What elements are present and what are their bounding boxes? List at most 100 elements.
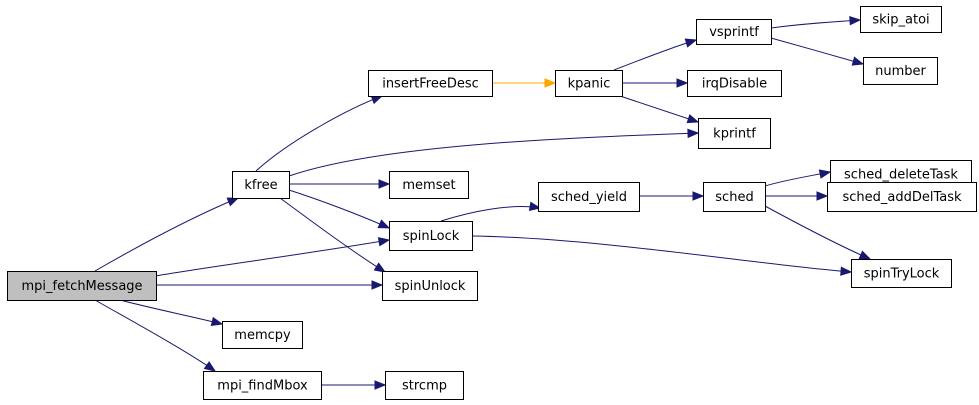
edge-kpanic-to-kprintf [619, 95, 700, 124]
edge-sched_yield-to-sched [639, 191, 705, 201]
edge-sched-to-sched_deleteTask [764, 169, 832, 187]
arrowhead [676, 78, 689, 88]
node-box [538, 182, 640, 212]
edges-layer [94, 15, 872, 390]
node-sched_addDelTask[interactable]: sched_addDelTask [827, 182, 977, 212]
node-skip_atoi[interactable]: skip_atoi [860, 6, 942, 33]
node-mpi_fetchMessage[interactable]: mpi_fetchMessage [7, 271, 157, 301]
node-label: memcpy [234, 328, 291, 343]
edge-kfree-to-kprintf [288, 128, 700, 177]
node-box [382, 271, 478, 301]
edge-mpi_fetchMessage-to-spinUnlock [156, 280, 384, 290]
node-label: mpi_fetchMessage [21, 279, 142, 294]
arrowhead [377, 219, 391, 229]
arrowhead [849, 15, 862, 26]
edge-sched-to-spinTryLock [764, 205, 872, 260]
edge-mpi_fetchMessage-to-memcpy [119, 299, 224, 327]
node-box [368, 70, 493, 97]
node-box [385, 371, 464, 400]
node-spinUnlock[interactable]: spinUnlock [382, 271, 478, 301]
node-vsprintf[interactable]: vsprintf [696, 19, 772, 45]
node-label: mpi_findMbox [217, 379, 308, 394]
node-box [827, 182, 977, 212]
node-box [860, 6, 942, 33]
arrowhead [840, 266, 853, 276]
edge-mpi_fetchMessage-to-kfree [94, 197, 240, 272]
node-box [555, 70, 623, 97]
node-mpi_findMbox[interactable]: mpi_findMbox [203, 371, 322, 400]
edge-vsprintf-to-number [770, 37, 865, 66]
node-box [222, 321, 303, 349]
arrowhead [373, 262, 387, 273]
arrowhead [377, 237, 391, 247]
arrowhead [210, 316, 224, 327]
node-label: insertFreeDesc [382, 77, 479, 92]
node-box [389, 171, 469, 199]
node-strcmp[interactable]: strcmp [385, 371, 464, 400]
node-kprintf[interactable]: kprintf [698, 118, 771, 149]
node-box [232, 171, 290, 199]
arrowhead [684, 38, 698, 48]
node-box [203, 371, 322, 400]
node-kfree[interactable]: kfree [232, 171, 290, 199]
arrowhead [858, 250, 872, 260]
node-label: spinLock [403, 229, 460, 244]
node-label: kfree [244, 178, 277, 193]
node-spinLock[interactable]: spinLock [389, 221, 473, 251]
edge-kfree-to-memset [289, 179, 391, 189]
arrowhead [687, 128, 700, 139]
node-label: spinTryLock [864, 267, 940, 282]
node-sched[interactable]: sched [703, 182, 766, 212]
edge-spinLock-to-spinTryLock [471, 235, 853, 276]
node-label: number [875, 64, 926, 79]
node-box [687, 70, 782, 97]
edge-kfree-to-insertFreeDesc [255, 95, 384, 172]
node-label: vsprintf [709, 25, 759, 40]
edge-mpi_findMbox-to-strcmp [321, 380, 387, 390]
node-sched_yield[interactable]: sched_yield [538, 182, 640, 212]
node-label: sched_yield [551, 190, 627, 205]
arrowhead [851, 56, 865, 66]
node-box [698, 118, 771, 149]
node-kpanic[interactable]: kpanic [555, 70, 623, 97]
node-box [703, 182, 766, 212]
node-box [389, 221, 473, 251]
node-label: sched_deleteTask [844, 168, 958, 183]
node-number[interactable]: number [863, 57, 938, 85]
node-label: strcmp [402, 379, 447, 394]
arrowhead [378, 179, 391, 189]
node-insertFreeDesc[interactable]: insertFreeDesc [368, 70, 493, 97]
arrowhead [816, 191, 829, 201]
node-memcpy[interactable]: memcpy [222, 321, 303, 349]
node-spinTryLock[interactable]: spinTryLock [851, 259, 952, 288]
edge-vsprintf-to-skip_atoi [770, 15, 862, 29]
edge-insertFreeDesc-to-kpanic [492, 78, 557, 88]
arrowhead [686, 114, 700, 124]
node-memset[interactable]: memset [389, 171, 469, 199]
node-box [696, 19, 772, 45]
node-irqDisable[interactable]: irqDisable [687, 70, 782, 97]
node-label: kprintf [713, 127, 756, 142]
node-label: sched_addDelTask [842, 190, 962, 205]
node-label: kpanic [568, 77, 611, 92]
edge-mpi_fetchMessage-to-mpi_findMbox [94, 299, 217, 372]
arrowhead [544, 78, 557, 88]
edge-kfree-to-spinUnlock [279, 197, 387, 273]
node-label: sched [715, 190, 753, 205]
arrowhead [692, 191, 705, 201]
node-label: memset [402, 178, 455, 193]
edge-kpanic-to-irqDisable [622, 78, 689, 88]
edge-spinLock-to-sched_yield [440, 201, 542, 222]
arrowhead [371, 280, 384, 290]
arrowhead [818, 169, 832, 179]
edge-kfree-to-spinLock [288, 189, 391, 229]
arrowhead [226, 197, 240, 207]
edge-mpi_fetchMessage-to-spinLock [154, 237, 391, 277]
node-label: spinUnlock [395, 279, 466, 294]
node-label: skip_atoi [872, 13, 929, 28]
node-box [863, 57, 938, 85]
edge-sched-to-sched_addDelTask [765, 191, 829, 201]
node-label: irqDisable [702, 77, 767, 92]
nodes-layer: mpi_fetchMessage kfree memcpy mpi_findMbox s… [7, 6, 977, 400]
